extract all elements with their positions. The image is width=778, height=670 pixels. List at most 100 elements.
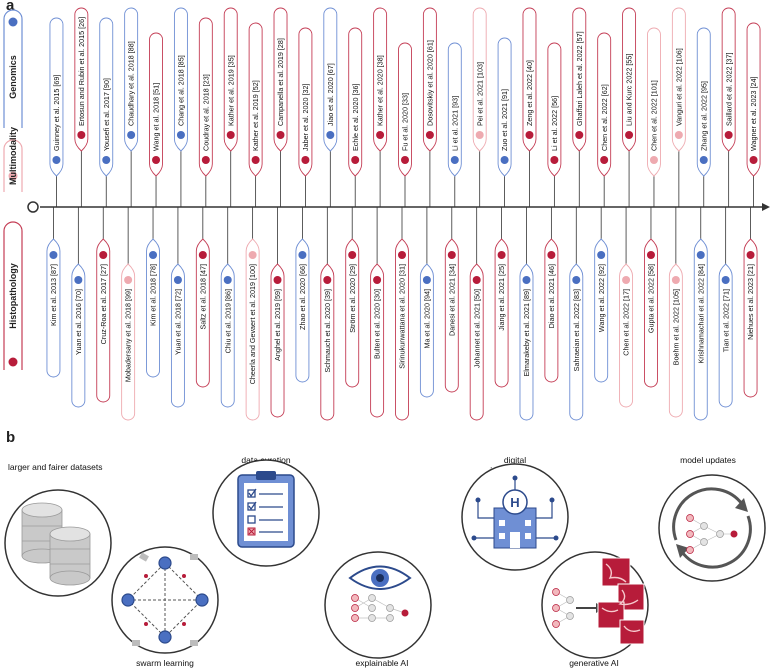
- timeline-entry-top: Zhang et al. 2022 [95]: [696, 27, 711, 207]
- entry-dot: [649, 156, 658, 164]
- entry-label: Ghaffari Laleh et al. 2022 [57]: [575, 31, 584, 126]
- caption-generative-ai: generative AI: [569, 658, 619, 668]
- entry-capsule: [46, 238, 61, 378]
- entry-label: Ström et al. 2020 [29]: [348, 264, 357, 333]
- entry-label: Diao et al. 2021 [46]: [547, 264, 556, 328]
- entry-capsule: [195, 238, 210, 388]
- legend-dot: [8, 357, 18, 367]
- entry-capsule: [696, 27, 711, 177]
- timeline-entry-bottom: Danesi et al. 2021 [34]: [444, 207, 459, 393]
- entry-dot: [575, 131, 584, 139]
- entry-label: Chaudhary et al. 2018 [88]: [127, 41, 136, 126]
- entry-capsule: [718, 263, 733, 408]
- timeline-entry-top: Saillard et al. 2022 [37]: [721, 7, 736, 207]
- timeline-entry-top: Yousefi et al. 2017 [90]: [99, 17, 114, 207]
- svg-text:H: H: [510, 495, 519, 510]
- entry-capsule: [494, 238, 509, 388]
- legend-histopathology: Histopathology: [3, 221, 23, 370]
- entry-label: Zuo et al. 2021 [91]: [500, 89, 509, 151]
- timeline-entry-top: Dosovitskiy et al. 2020 [61]: [422, 7, 437, 207]
- entry-dot: [398, 251, 406, 259]
- legend-capsule: [3, 9, 23, 128]
- timeline-entry-top: Kather et al. 2019 [35]: [223, 7, 238, 207]
- entry-dot: [373, 276, 382, 284]
- entry-capsule: [444, 238, 459, 393]
- entry-label: Dosovitskiy et al. 2020 [61]: [425, 40, 434, 126]
- future-icons: H: [4, 459, 766, 659]
- timeline-entry-bottom: Yuan et al. 2018 [72]: [170, 207, 185, 408]
- timeline-entry-bottom: Ma et al. 2020 [94]: [419, 207, 434, 398]
- entry-capsule: [472, 7, 487, 152]
- entry-dot: [425, 131, 434, 139]
- entry-capsule: [96, 238, 111, 403]
- entry-label: Jiang et al. 2021 [25]: [497, 264, 506, 331]
- timeline-entry-top: Zeng et al. 2022 [40]: [522, 7, 537, 207]
- timeline-entry-top: Jaber et al. 2020 [32]: [298, 27, 313, 207]
- entry-dot: [251, 156, 260, 164]
- entry-capsule: [721, 7, 736, 152]
- clipboard-checklist-icon: [212, 459, 320, 567]
- entry-dot: [149, 251, 158, 259]
- entry-capsule: [248, 22, 263, 177]
- entry-capsule: [398, 42, 412, 177]
- entry-label: Campanella et al. 2019 [28]: [276, 38, 285, 126]
- entry-dot: [472, 276, 481, 284]
- entry-dot: [276, 131, 285, 139]
- entry-label: Chen et al. 2022 [101]: [650, 80, 659, 151]
- entry-label: Yuan et al. 2016 [70]: [74, 289, 83, 355]
- entry-dot: [226, 131, 235, 139]
- panel-b-label: b: [6, 429, 16, 446]
- entry-capsule: [597, 32, 612, 177]
- entry-label: Yuan et al. 2018 [72]: [174, 289, 183, 355]
- legend-label: Genomics: [8, 55, 18, 99]
- entry-capsule: [146, 238, 160, 378]
- timeline-entry-bottom: Krishnamachari et al. 2022 [84]: [693, 207, 708, 421]
- entry-capsule: [544, 238, 559, 383]
- timeline-entry-top: Jiao et al. 2020 [67]: [323, 7, 338, 207]
- database-icon: [4, 489, 112, 597]
- entry-dot: [525, 131, 534, 139]
- entry-label: Schmauch et al. 2020 [39]: [323, 289, 332, 373]
- entry-capsule: [671, 7, 686, 152]
- entry-label: Chang et al. 2018 [85]: [177, 55, 186, 126]
- entry-dot: [348, 251, 357, 259]
- entry-label: Sahraeian et al. 2022 [83]: [572, 289, 581, 371]
- entry-capsule: [373, 7, 388, 152]
- entry-label: Boehm et al. 2022 [105]: [671, 289, 680, 365]
- legend-capsule: [3, 139, 23, 192]
- entry-capsule: [295, 238, 310, 383]
- entry-dot: [176, 131, 185, 139]
- entry-label: Coudray et al. 2018 [23]: [201, 74, 210, 151]
- timeline-entry-top: Chaudhary et al. 2018 [88]: [124, 7, 139, 207]
- entry-capsule: [273, 7, 288, 152]
- entry-dot: [102, 156, 111, 164]
- entry-label: Sirinukunwattana et al. 2020 [31]: [398, 264, 407, 369]
- entry-label: Echle et al. 2020 [36]: [351, 83, 360, 151]
- entry-label: Tian et al. 2022 [71]: [721, 289, 730, 352]
- timeline-entry-bottom: Jiang et al. 2021 [25]: [494, 207, 509, 388]
- timeline-start: [27, 201, 39, 213]
- entry-dot: [721, 276, 730, 284]
- timeline-entry-bottom: Zhao et al. 2020 [66]: [295, 207, 310, 383]
- timeline-entry-bottom: Yuan et al. 2016 [70]: [71, 207, 86, 408]
- entry-capsule: [323, 7, 338, 152]
- entry-capsule: [298, 27, 313, 177]
- timeline-entry-bottom: Mobadersany et al. 2018 [99]: [121, 207, 136, 421]
- timeline-entry-bottom: Chen et al. 2022 [17]: [619, 207, 634, 408]
- timeline-entry-bottom: Niehues et al. 2023 [21]: [743, 207, 758, 398]
- entry-capsule: [395, 238, 409, 421]
- entry-capsule: [668, 263, 683, 418]
- legend-capsule: [3, 221, 23, 370]
- entry-label: Kim et al. 2018 [78]: [149, 264, 158, 326]
- entry-dot: [273, 276, 282, 284]
- timeline-entry-top: Campanella et al. 2019 [28]: [273, 7, 288, 207]
- entry-dot: [351, 156, 360, 164]
- entry-dot: [124, 276, 133, 284]
- entry-label: Kather et al. 2020 [38]: [376, 55, 385, 126]
- entry-dot: [696, 251, 705, 259]
- timeline-entry-bottom: Elmarakeby et al. 2021 [89]: [519, 207, 534, 421]
- timeline-entry-bottom: Bulten et al. 2020 [30]: [370, 207, 385, 418]
- entry-label: Kim et al. 2013 [87]: [49, 264, 58, 326]
- timeline-entry-bottom: Anghel et al. 2019 [59]: [270, 207, 285, 418]
- entry-label: Kather et al. 2019 [52]: [251, 80, 260, 151]
